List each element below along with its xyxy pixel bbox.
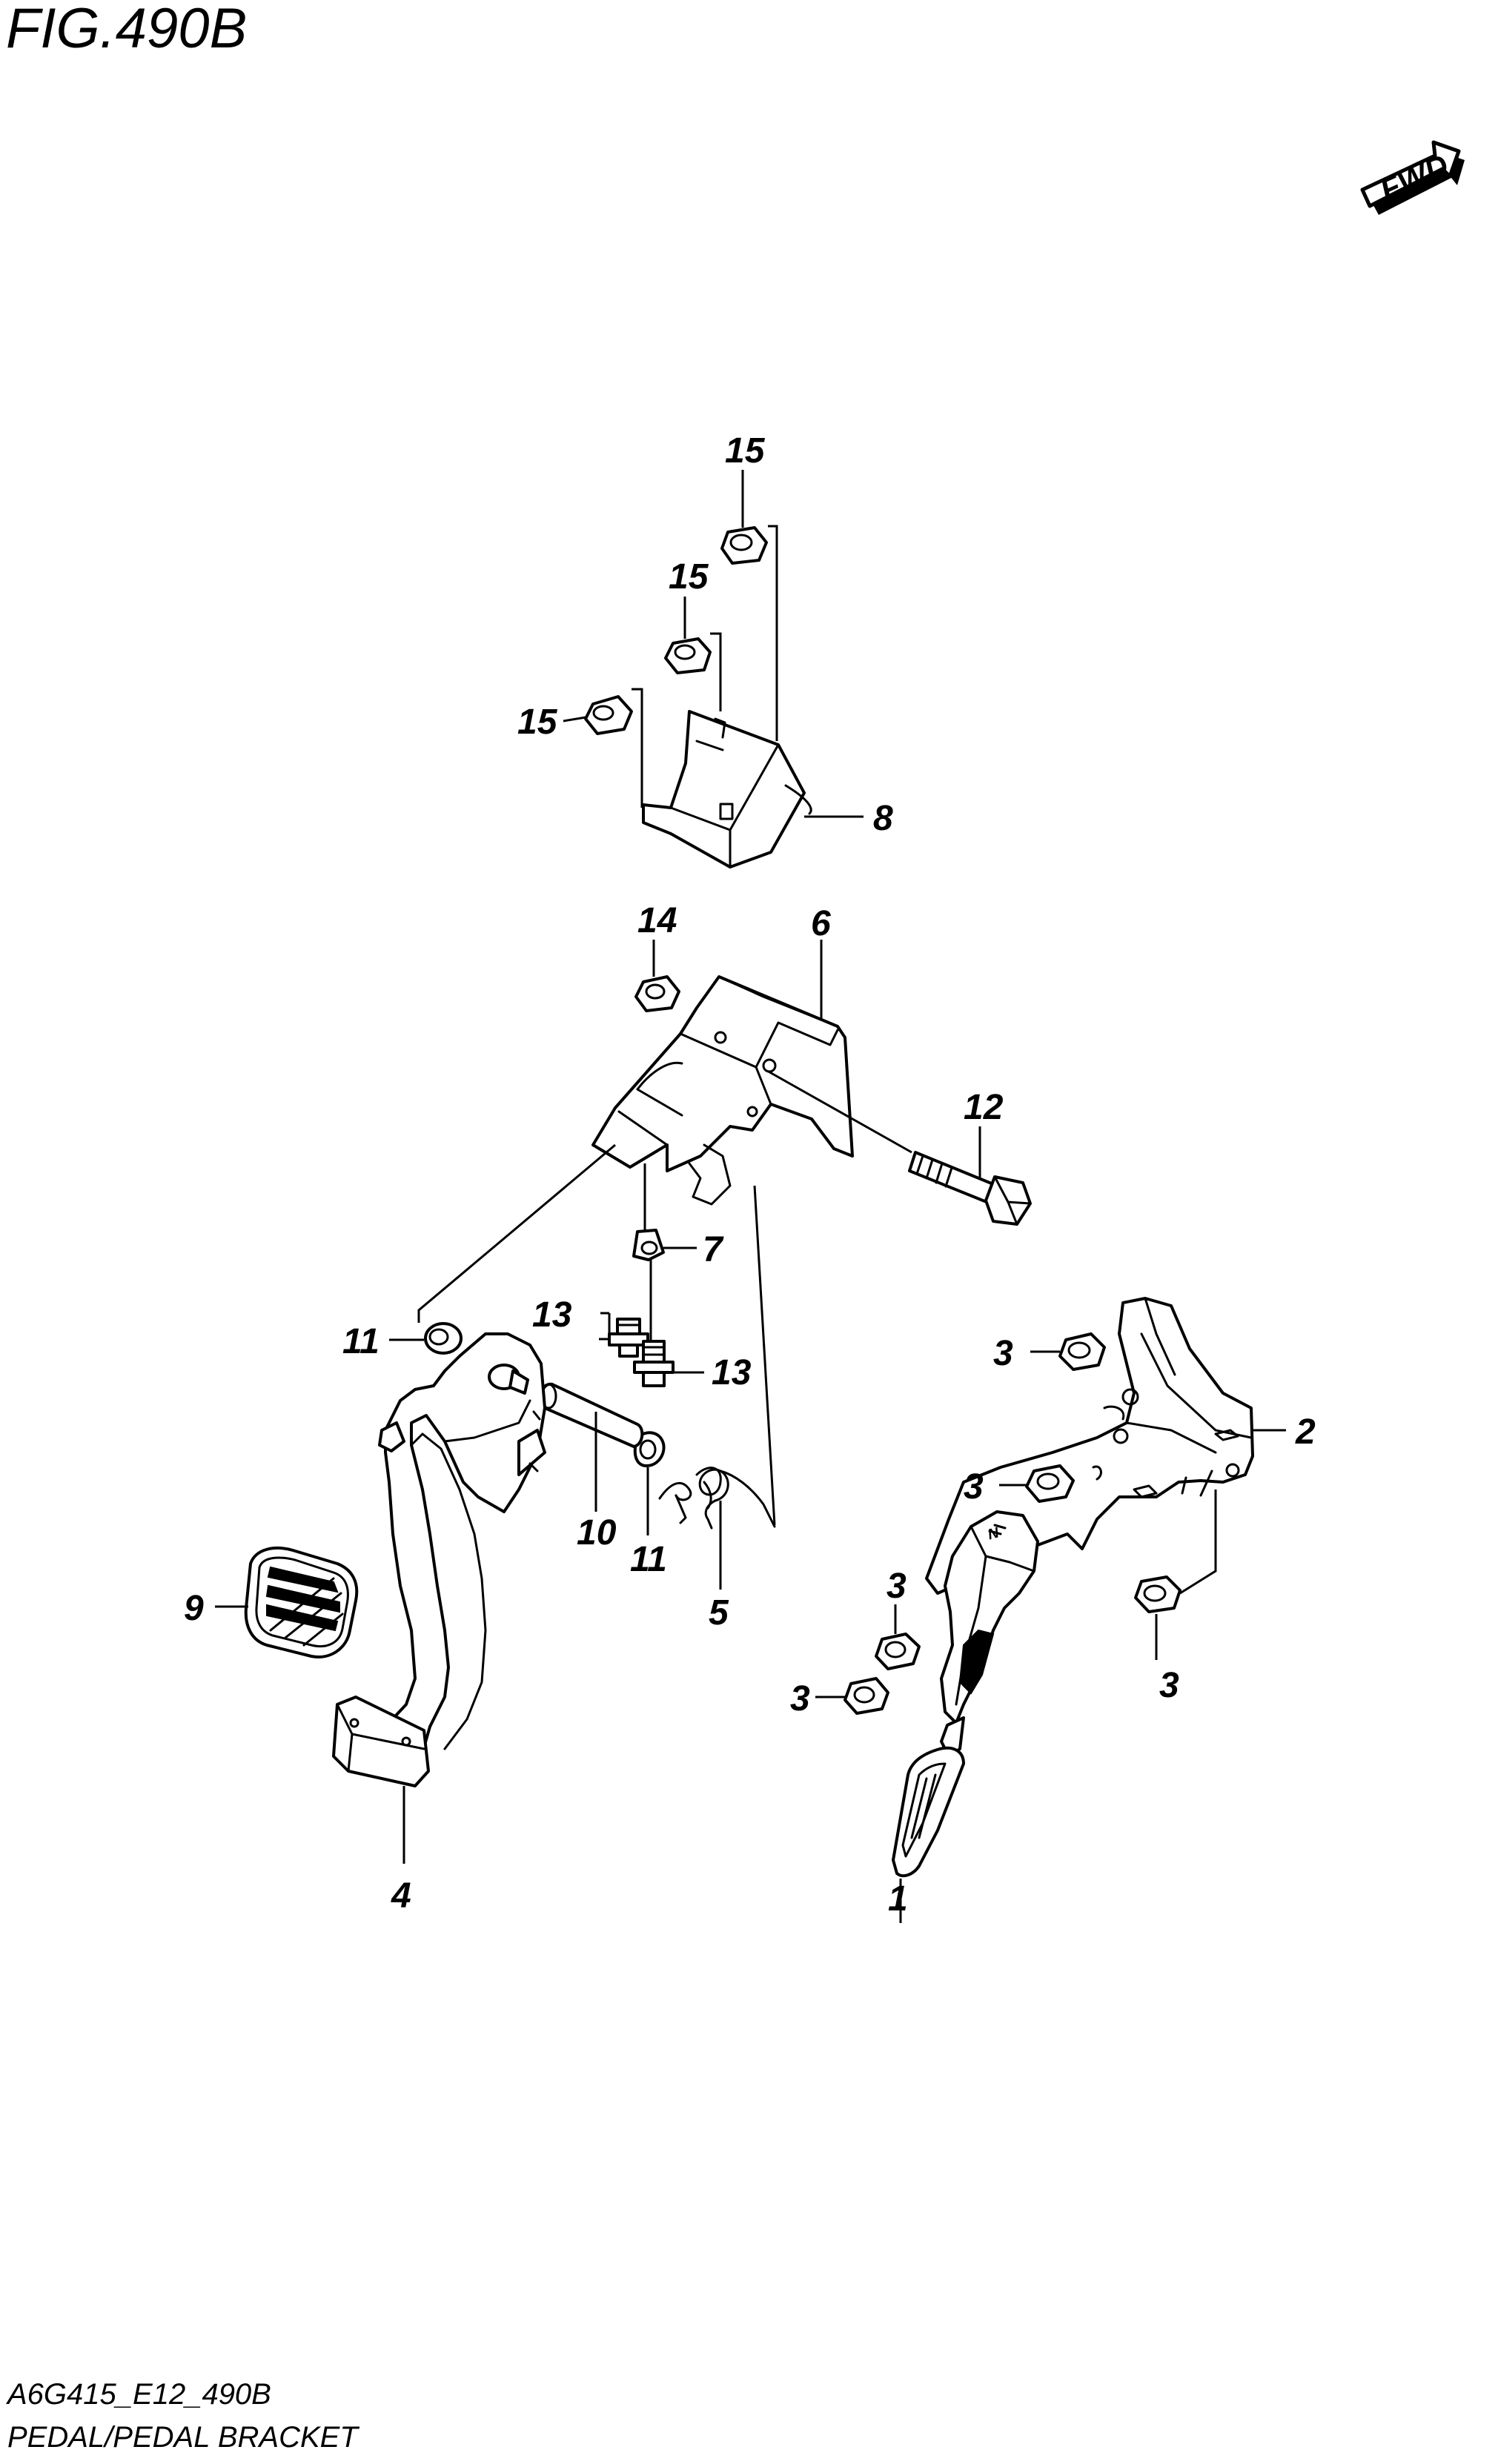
svg-text:N: N [986,1524,1001,1543]
callout-15a: 15 [725,431,766,471]
part-8-upper-bracket [642,710,812,869]
figure-title: FIG.490B [6,0,247,60]
part-4-pedal-arm [378,1332,546,1754]
part-15-nut-a [720,526,768,565]
callout-11a: 11 [342,1322,380,1361]
fwd-arrow-icon: FWD [1360,140,1465,215]
part-13-bolt-a [608,1318,649,1358]
fwd-label: FWD [1375,147,1454,208]
figure-code: A6G415_E12_490B [6,2378,271,2411]
part-3-nut-b [1025,1464,1075,1503]
callout-13a: 13 [532,1295,572,1335]
part-14-nut [634,975,680,1012]
callout-9: 9 [184,1589,204,1628]
callout-11b: 11 [630,1540,667,1579]
part-3-nut-d [844,1677,889,1715]
part-10-pin [539,1382,644,1448]
callout-14: 14 [637,901,677,940]
figure-caption: PEDAL/PEDAL BRACKET [7,2421,359,2454]
part-1-accelerator-pedal: N [892,1510,1039,1878]
callout-3b: 3 [964,1467,984,1507]
callout-2: 2 [1295,1412,1316,1452]
part-12-bolt [908,1151,1032,1226]
part-9-pedal-pad-rubber [244,1547,359,1658]
part-3-nut-e [1134,1575,1182,1613]
part-11-bushing-a [424,1322,463,1355]
callout-1: 1 [888,1879,908,1919]
part-6-pedal-bracket [591,975,854,1206]
callout-5: 5 [709,1593,729,1633]
part-7-clip [632,1229,665,1261]
part-13-bolt-b [633,1340,675,1387]
part-4-pedal-pad [332,1696,430,1787]
callouts: 15 15 15 8 14 6 12 7 13 13 11 3 2 3 10 1… [184,431,1316,1919]
callout-10: 10 [577,1513,617,1553]
callout-3a: 3 [993,1334,1013,1373]
callout-13b: 13 [712,1353,752,1392]
callout-4: 4 [391,1876,411,1916]
leader-lines [215,470,1286,1923]
callout-15b: 15 [669,557,709,597]
callout-8: 8 [873,799,893,838]
callout-3d: 3 [1159,1666,1179,1705]
callout-3e: 3 [790,1679,810,1719]
part-15-nut-b [664,637,712,674]
callout-6: 6 [811,904,831,943]
part-3-nut-c [875,1633,921,1670]
part-5-spring [658,1467,776,1530]
callout-3c: 3 [886,1567,907,1606]
part-3-nut-a [1058,1332,1106,1371]
callout-15c: 15 [517,703,558,742]
part-11-bushing-b [633,1431,666,1467]
callout-7: 7 [703,1230,724,1269]
callout-12: 12 [964,1088,1004,1127]
part-15-nut-c [584,695,633,735]
